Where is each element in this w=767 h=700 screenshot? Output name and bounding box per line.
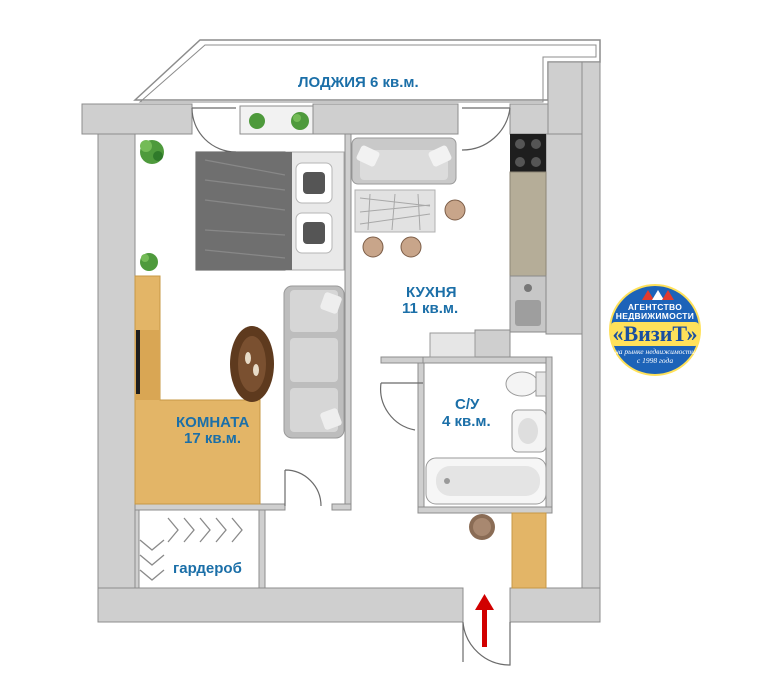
- bathroom-fixtures: [425, 371, 547, 505]
- wardrobe-label: гардероб: [173, 560, 242, 577]
- walls: [81, 61, 601, 623]
- door-kitchen-loggia: [461, 107, 511, 151]
- plant-icon: [140, 253, 158, 271]
- bathroom-area-label: 4 кв.м.: [442, 413, 491, 430]
- dining-table: [354, 189, 436, 233]
- hanger-icons: [139, 517, 243, 581]
- room-name-label: КОМНАТА: [176, 414, 249, 431]
- coffee-table: [230, 326, 274, 402]
- loggia-label: ЛОДЖИЯ 6 кв.м.: [298, 74, 419, 91]
- pouf-icon: [469, 514, 495, 540]
- door-bathroom: [380, 382, 423, 431]
- hallway-furniture: [469, 512, 547, 589]
- logo-line-realty: НЕДВИЖИМОСТИ: [616, 311, 694, 321]
- kitchen-sofa: [351, 137, 457, 185]
- loggia: [133, 39, 601, 103]
- hall-cabinet: [511, 512, 547, 589]
- kitchen-cabinet: [429, 332, 476, 358]
- chair-icon: [362, 199, 466, 258]
- room-furniture: [134, 112, 345, 505]
- plant-icon: [140, 140, 164, 164]
- tv-stand: [134, 275, 261, 505]
- logo-line-agency: АГЕНТСТВО: [628, 302, 682, 312]
- logo-tagline: на рынке недвижимости: [615, 347, 695, 356]
- toilet-icon: [505, 371, 547, 397]
- sink-icon: [509, 275, 547, 333]
- bed: [195, 151, 345, 271]
- entrance-arrow-icon: [475, 594, 494, 647]
- logo-since: с 1998 года: [637, 356, 673, 365]
- plant-icon: [249, 112, 309, 130]
- room-area-label: 17 кв.м.: [184, 430, 241, 447]
- stove-icon: [510, 134, 546, 172]
- countertop: [509, 171, 547, 277]
- bathroom-name-label: С/У: [455, 396, 480, 413]
- door-room: [284, 469, 322, 507]
- door-entrance: [462, 621, 511, 666]
- bathtub-icon: [425, 457, 547, 505]
- sofa: [283, 285, 345, 439]
- kitchen-area-label: 11 кв.м.: [402, 300, 458, 317]
- door-room-loggia: [191, 107, 237, 153]
- kitchen-furniture: [351, 134, 547, 358]
- washbasin-icon: [511, 409, 547, 453]
- kitchen-name-label: КУХНЯ: [406, 284, 456, 301]
- agency-logo: АГЕНТСТВО НЕДВИЖИМОСТИ «ВизиТ» на рынке …: [609, 284, 701, 376]
- doors: [191, 107, 511, 666]
- logo-name: «ВизиТ»: [613, 321, 698, 346]
